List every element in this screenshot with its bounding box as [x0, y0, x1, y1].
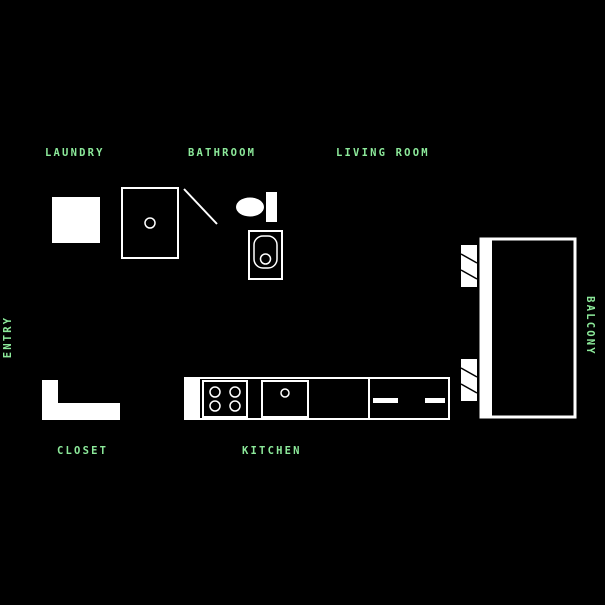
label-laundry: LAUNDRY: [45, 147, 105, 159]
window-lower-hatch-1: [460, 367, 478, 378]
stove-body: [202, 380, 248, 418]
toilet: [248, 230, 283, 280]
label-living-room: LIVING ROOM: [336, 147, 430, 159]
dishwasher: [368, 378, 445, 419]
label-kitchen: KITCHEN: [242, 445, 302, 457]
kitchen-counter-end-cap: [185, 378, 200, 419]
kitchen-faucet-icon: [280, 388, 290, 398]
closet-wall-vertical: [42, 380, 58, 420]
label-bathroom: BATHROOM: [188, 147, 256, 159]
balcony-outline: [479, 237, 577, 419]
kitchen-area: [184, 377, 450, 420]
washing-machine-door-icon: [144, 217, 156, 229]
stove-burner-icon: [209, 386, 221, 398]
balcony-area: [460, 237, 577, 419]
toilet-tank: [248, 230, 283, 280]
window-lower-hatch-2: [460, 383, 478, 394]
stove: [202, 380, 248, 418]
window-upper-hatch-1: [460, 253, 478, 264]
window-lower: [460, 359, 478, 401]
toilet-bowl-icon: [259, 253, 272, 265]
closet-area: [42, 380, 120, 420]
toilet-seat-outline: [253, 235, 278, 269]
room-labels: LAUNDRY BATHROOM LIVING ROOM ENTRY BALCO…: [2, 147, 596, 457]
label-closet: CLOSET: [57, 445, 108, 457]
washing-machine-body: [121, 187, 179, 259]
door-swing-line: [183, 188, 218, 225]
window-lower-pane: [461, 359, 477, 401]
washer-unit: [52, 197, 100, 243]
window-upper: [460, 245, 478, 287]
dishwasher-handle: [398, 397, 425, 405]
label-balcony: BALCONY: [584, 296, 596, 356]
window-upper-pane: [461, 245, 477, 287]
bathroom-sink: [236, 197, 264, 217]
stove-burner-icon: [229, 386, 241, 398]
kitchen-sink-body: [261, 380, 309, 418]
washing-machine: [121, 187, 179, 259]
label-entry: ENTRY: [2, 316, 14, 359]
stove-burner-icon: [229, 400, 241, 412]
window-upper-hatch-2: [460, 269, 478, 280]
stove-burner-icon: [209, 400, 221, 412]
laundry-area: [52, 187, 218, 259]
balcony-door-wall: [481, 239, 492, 417]
kitchen-sink: [261, 380, 309, 418]
bathroom-vanity: [266, 192, 277, 222]
closet-wall-horizontal: [58, 403, 120, 420]
bathroom-area: [236, 192, 283, 280]
